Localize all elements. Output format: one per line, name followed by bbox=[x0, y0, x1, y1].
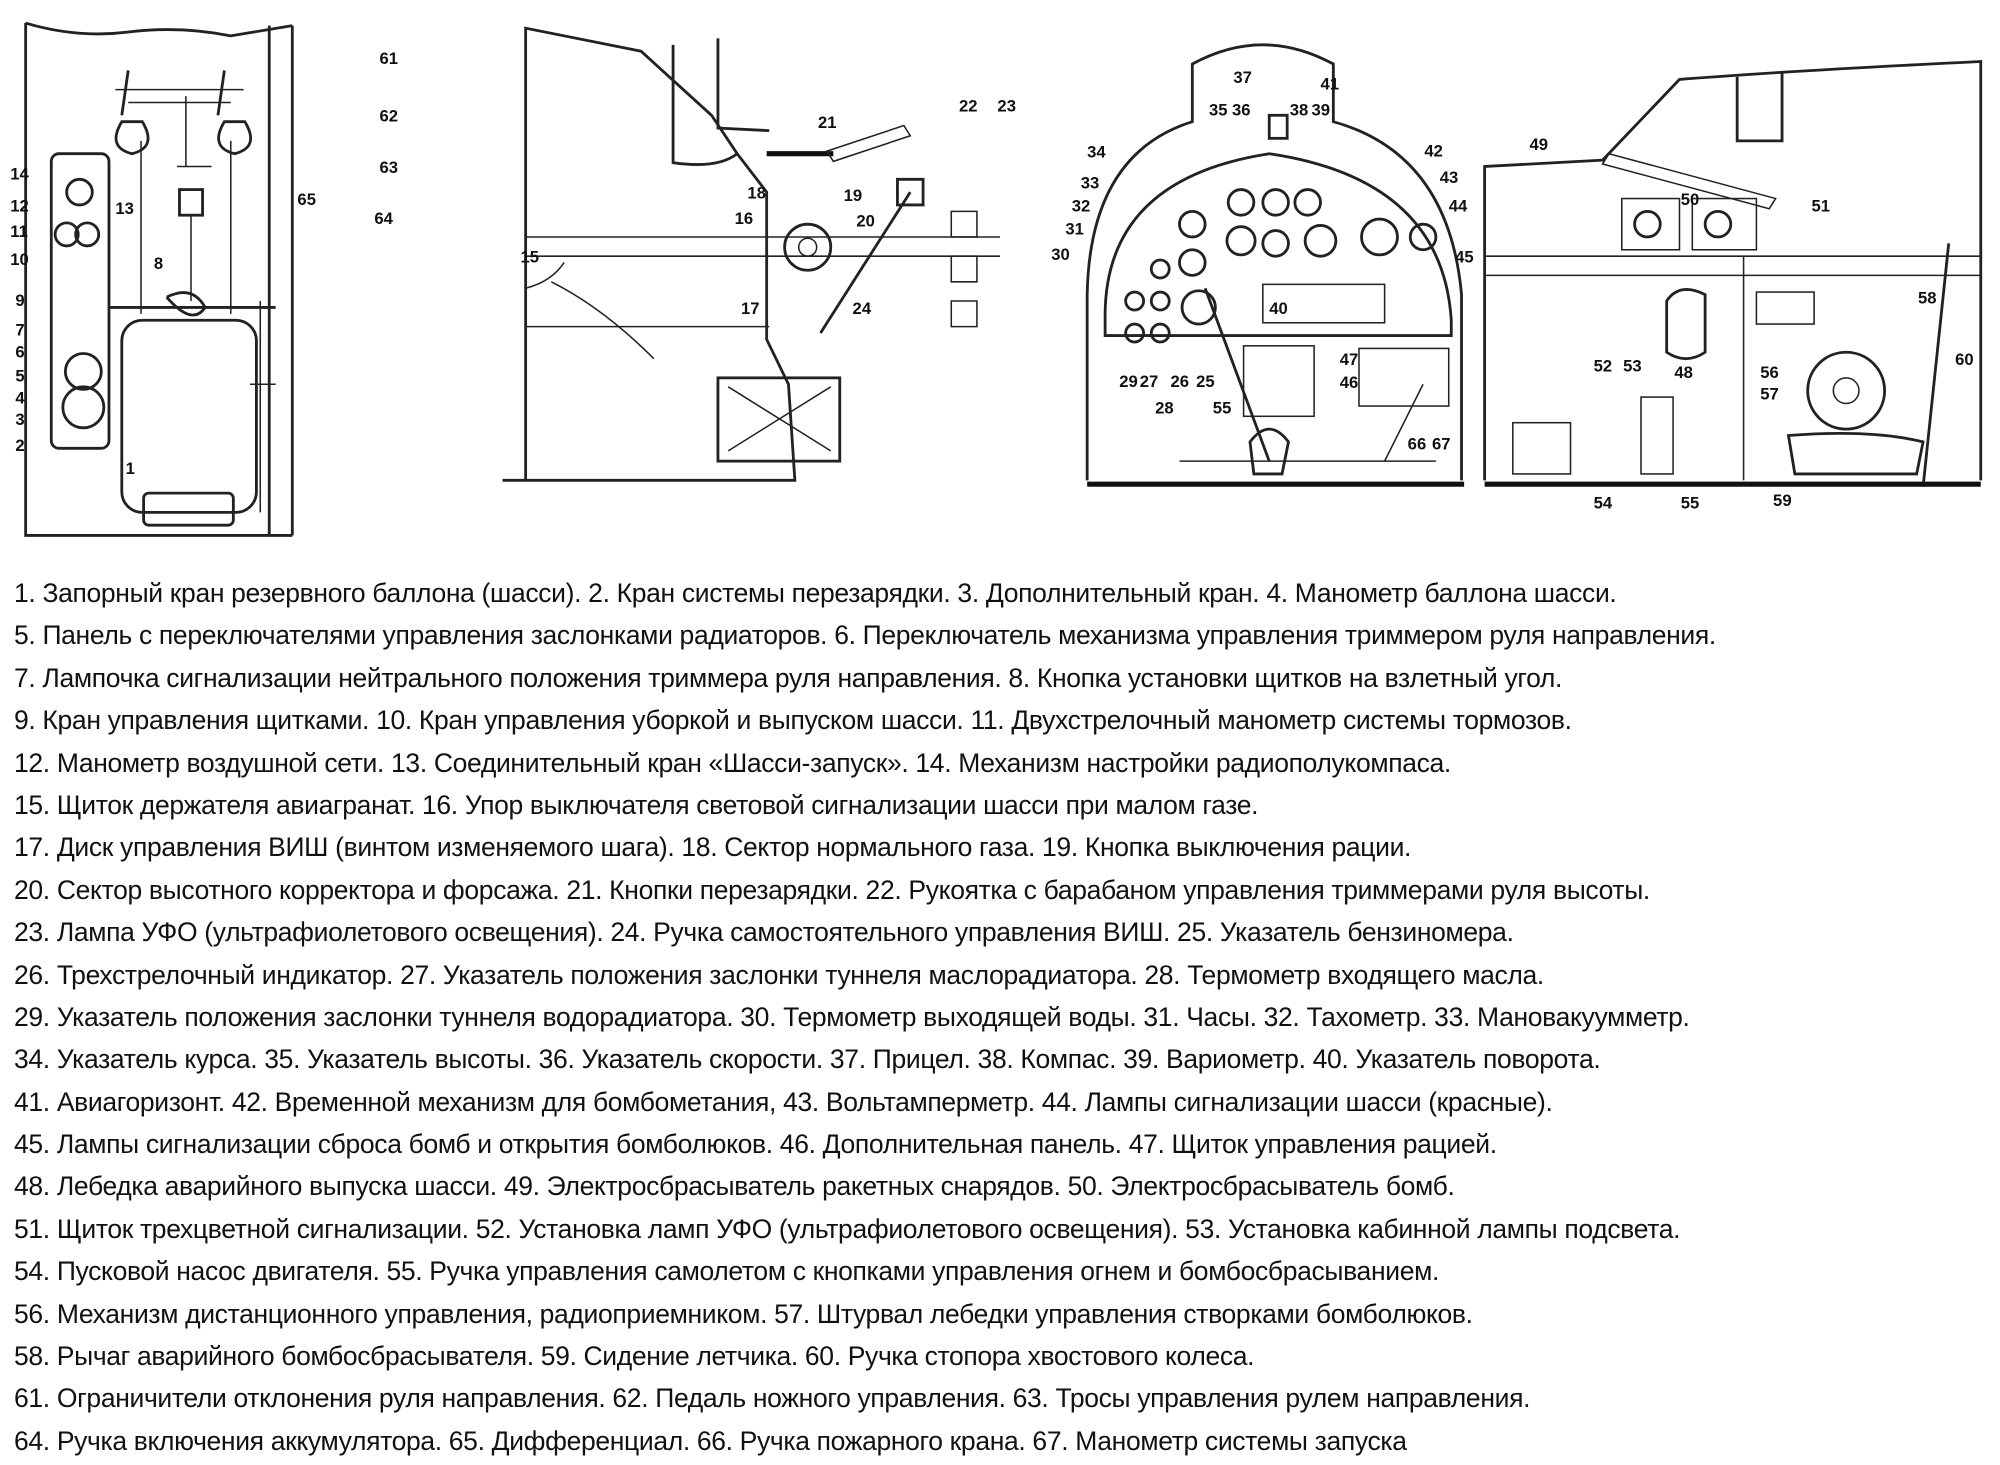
legend-line: 23. Лампа УФО (ультрафиолетового освещен… bbox=[14, 917, 1514, 948]
legend-line: 51. Щиток трехцветной сигнализации. 52. … bbox=[14, 1213, 1681, 1244]
callout-2: 2 bbox=[15, 436, 24, 455]
callout-26: 26 bbox=[1171, 372, 1190, 391]
legend-line: 15. Щиток держателя авиагранат. 16. Упор… bbox=[14, 789, 1259, 820]
panel-instrument-board bbox=[1085, 43, 1465, 487]
callout-23: 23 bbox=[997, 96, 1016, 115]
callout-46: 46 bbox=[1340, 373, 1359, 392]
callout-51: 51 bbox=[1812, 196, 1831, 215]
legend-line: 61. Ограничители отклонения руля направл… bbox=[14, 1383, 1531, 1414]
callout-32: 32 bbox=[1072, 196, 1091, 215]
callout-66: 66 bbox=[1408, 435, 1427, 454]
callout-12: 12 bbox=[10, 196, 29, 215]
callout-44: 44 bbox=[1449, 196, 1468, 215]
callout-15: 15 bbox=[521, 248, 540, 267]
legend-line: 9. Кран управления щитками. 10. Кран упр… bbox=[14, 705, 1572, 736]
callout-61: 61 bbox=[379, 49, 398, 68]
callout-6: 6 bbox=[15, 342, 24, 361]
callout-4: 4 bbox=[15, 388, 25, 407]
cockpit-diagram: 61 62 63 65 64 14 13 12 11 10 8 9 7 6 5 … bbox=[10, 21, 1983, 537]
callout-29: 29 bbox=[1119, 372, 1138, 391]
callout-31: 31 bbox=[1065, 219, 1084, 238]
legend-line: 1. Запорный кран резервного баллона (шас… bbox=[14, 578, 1617, 608]
callout-22: 22 bbox=[959, 96, 978, 115]
callout-13: 13 bbox=[115, 199, 134, 218]
callout-28: 28 bbox=[1155, 399, 1174, 418]
callout-25: 25 bbox=[1196, 372, 1215, 391]
legend-line: 7. Лампочка сигнализации нейтрального по… bbox=[14, 662, 1563, 693]
callout-37: 37 bbox=[1233, 68, 1252, 87]
callout-1: 1 bbox=[126, 459, 135, 478]
callout-7: 7 bbox=[15, 321, 24, 340]
legend-line: 41. Авиагоризонт. 42. Временной механизм… bbox=[14, 1086, 1553, 1117]
callout-58: 58 bbox=[1918, 289, 1937, 308]
legend-line: 34. Указатель курса. 35. Указатель высот… bbox=[14, 1044, 1601, 1075]
callout-65: 65 bbox=[297, 190, 316, 209]
callout-55: 55 bbox=[1213, 399, 1232, 418]
callout-67: 67 bbox=[1432, 435, 1451, 454]
callout-54: 54 bbox=[1594, 494, 1613, 513]
panel-left-side bbox=[502, 26, 1001, 482]
callout-19: 19 bbox=[844, 186, 863, 205]
callout-38: 38 bbox=[1290, 100, 1309, 119]
callout-3: 3 bbox=[15, 410, 24, 429]
callout-18: 18 bbox=[747, 184, 766, 203]
callout-62: 62 bbox=[379, 107, 398, 126]
callout-labels: 61 62 63 65 64 14 13 12 11 10 8 9 7 6 5 … bbox=[10, 49, 1973, 512]
callout-64: 64 bbox=[374, 209, 393, 228]
legend-line: 58. Рычаг аварийного бомбосбрасывателя. … bbox=[14, 1341, 1255, 1372]
callout-36: 36 bbox=[1232, 100, 1251, 119]
legend-line: 48. Лебедка аварийного выпуска шасси. 49… bbox=[14, 1171, 1455, 1202]
legend-line: 12. Манометр воздушной сети. 13. Соедини… bbox=[14, 747, 1451, 778]
legend-line: 29. Указатель положения заслонки туннеля… bbox=[14, 1001, 1690, 1032]
callout-16: 16 bbox=[735, 209, 754, 228]
callout-45: 45 bbox=[1455, 248, 1474, 267]
callout-9: 9 bbox=[15, 291, 24, 310]
callout-48: 48 bbox=[1674, 363, 1693, 382]
callout-55-right: 55 bbox=[1681, 494, 1700, 513]
legend-line: 20. Сектор высотного корректора и форсаж… bbox=[14, 874, 1650, 905]
callout-43: 43 bbox=[1440, 168, 1459, 187]
callout-50: 50 bbox=[1681, 190, 1700, 209]
callout-21: 21 bbox=[818, 113, 837, 132]
legend-line: 54. Пусковой насос двигателя. 55. Ручка … bbox=[14, 1256, 1439, 1287]
callout-56: 56 bbox=[1760, 363, 1779, 382]
callout-24: 24 bbox=[853, 299, 872, 318]
callout-57: 57 bbox=[1760, 385, 1779, 404]
callout-14: 14 bbox=[10, 164, 29, 183]
callout-53: 53 bbox=[1623, 356, 1642, 375]
callout-34: 34 bbox=[1087, 143, 1106, 162]
legend-line: 45. Лампы сигнализации сброса бомб и отк… bbox=[14, 1129, 1497, 1160]
callout-52: 52 bbox=[1594, 356, 1613, 375]
legend: 1. Запорный кран резервного баллона (шас… bbox=[14, 572, 1994, 1462]
callout-5: 5 bbox=[15, 367, 24, 386]
callout-39: 39 bbox=[1312, 100, 1331, 119]
callout-41: 41 bbox=[1321, 75, 1340, 94]
callout-11: 11 bbox=[10, 222, 28, 241]
callout-60: 60 bbox=[1955, 350, 1974, 369]
legend-line: 5. Панель с переключателями управления з… bbox=[14, 620, 1716, 651]
legend-line: 26. Трехстрелочный индикатор. 27. Указат… bbox=[14, 959, 1544, 990]
callout-30: 30 bbox=[1051, 245, 1070, 264]
callout-49: 49 bbox=[1529, 135, 1548, 154]
panel-front-view bbox=[24, 21, 294, 537]
callout-33: 33 bbox=[1081, 173, 1100, 192]
callout-63: 63 bbox=[379, 158, 398, 177]
callout-10: 10 bbox=[10, 250, 29, 269]
legend-line: 64. Ручка включения аккумулятора. 65. Ди… bbox=[14, 1425, 1407, 1456]
callout-27: 27 bbox=[1140, 372, 1159, 391]
callout-59: 59 bbox=[1773, 491, 1792, 510]
callout-35: 35 bbox=[1209, 100, 1228, 119]
callout-40: 40 bbox=[1269, 299, 1288, 318]
legend-line: 56. Механизм дистанционного управления, … bbox=[14, 1298, 1473, 1329]
callout-47: 47 bbox=[1340, 350, 1359, 369]
callout-20: 20 bbox=[856, 212, 875, 231]
legend-line: 17. Диск управления ВИШ (винтом изменяем… bbox=[14, 832, 1412, 863]
callout-17: 17 bbox=[741, 299, 760, 318]
callout-42: 42 bbox=[1424, 141, 1443, 160]
panel-right-side bbox=[1483, 60, 1983, 487]
callout-8: 8 bbox=[154, 254, 163, 273]
